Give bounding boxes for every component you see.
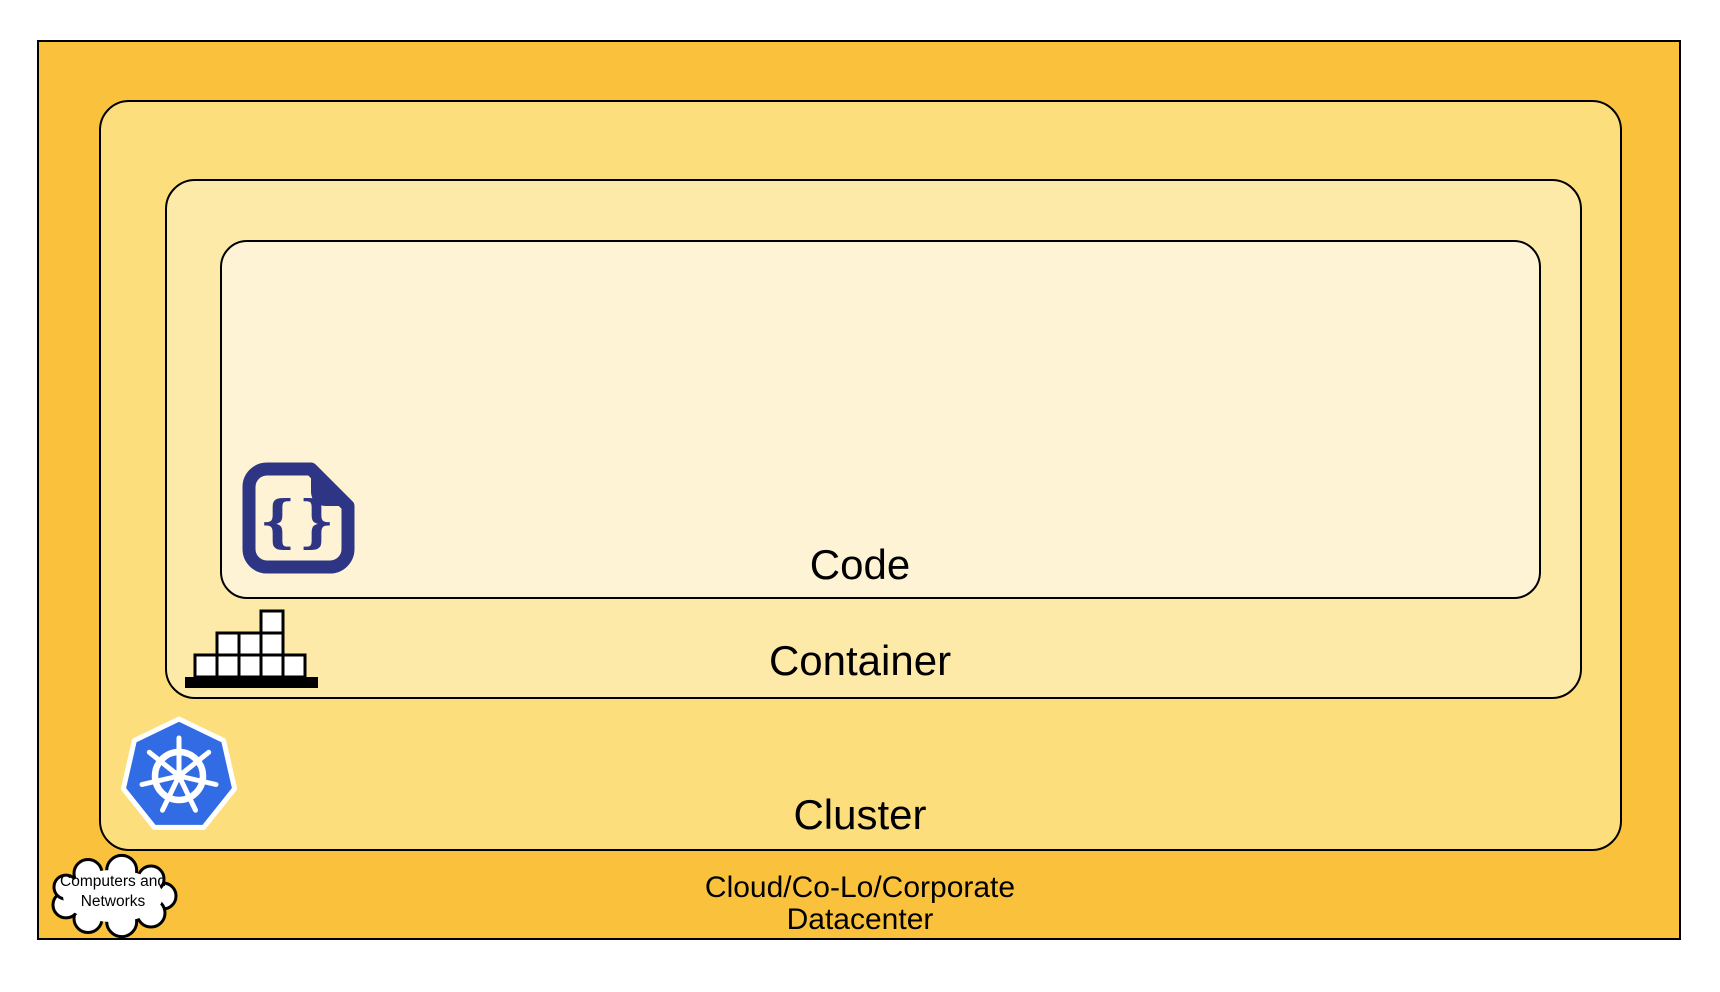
kubernetes-helm-icon <box>120 716 238 830</box>
cloud-label-line2: Networks <box>80 893 146 910</box>
code-file-outline <box>242 462 355 574</box>
code-file-fold <box>311 469 348 506</box>
container-box <box>215 653 241 679</box>
container-label: Container <box>768 637 952 684</box>
layer-code <box>220 240 1541 599</box>
cloud-icon <box>51 853 178 938</box>
datacenter-label-line2: Datacenter <box>786 903 934 936</box>
container-box <box>237 653 263 679</box>
container-base-bar <box>185 677 318 688</box>
container-box <box>237 631 263 657</box>
container-box <box>215 631 241 657</box>
datacenter-label: Cloud/Co-Lo/Corporate Datacenter <box>705 872 1015 936</box>
cluster-label: Cluster <box>793 791 927 838</box>
container-box <box>281 653 307 679</box>
container-box <box>259 631 285 657</box>
kubernetes-wheel-hub <box>173 770 185 782</box>
container-stack-icon <box>185 609 318 688</box>
kubernetes-wheel <box>139 735 219 813</box>
code-braces-glyph: {} <box>259 489 337 555</box>
datacenter-label-line1: Cloud/Co-Lo/Corporate <box>704 871 1016 904</box>
cloud-label-line1: Computers and <box>60 873 166 890</box>
code-label: Code <box>809 541 911 588</box>
cloud-body <box>63 870 163 922</box>
container-box <box>193 653 219 679</box>
container-box <box>259 609 285 635</box>
code-file-icon: {} <box>242 462 355 574</box>
container-box <box>259 653 285 679</box>
cloud-label: Computers and Networks <box>43 872 183 912</box>
